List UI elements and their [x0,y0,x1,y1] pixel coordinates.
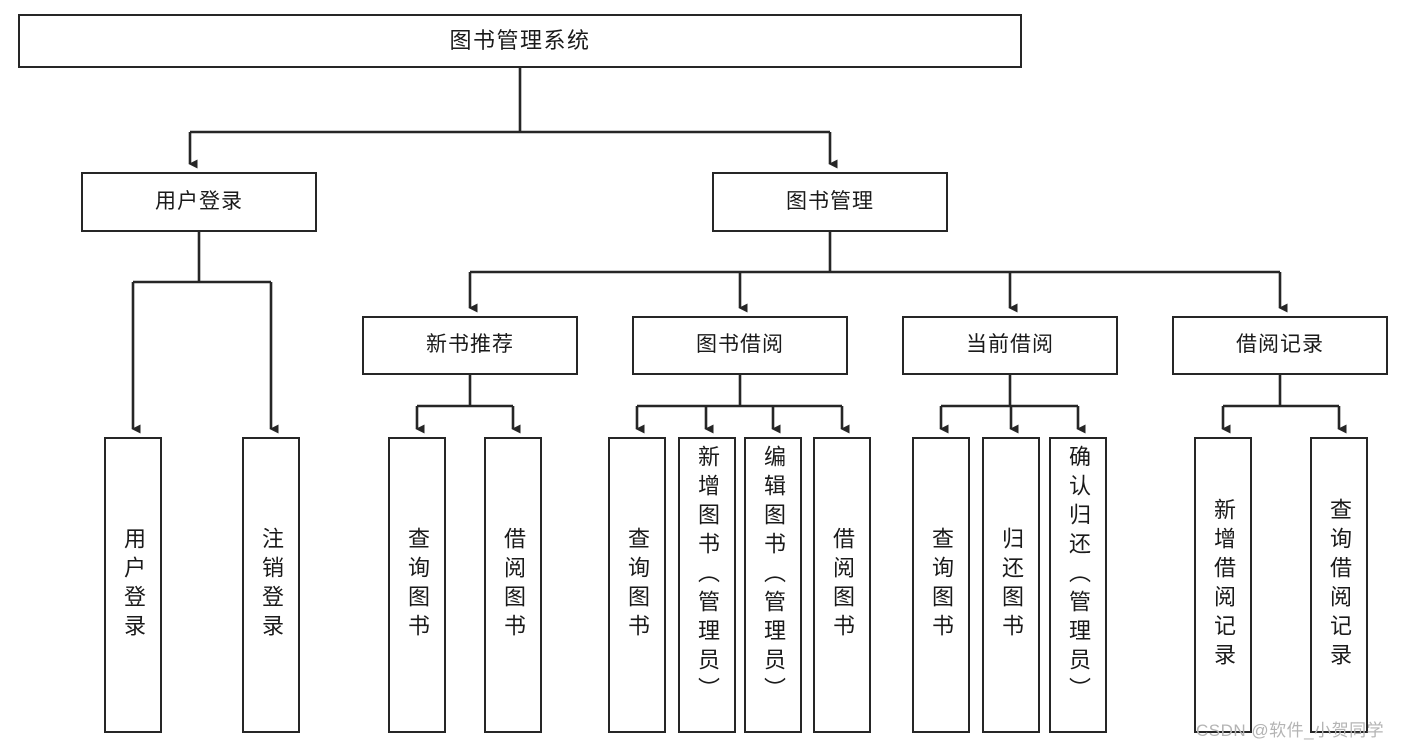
node-label: 借阅图书 [501,527,526,643]
node-label: 注销登录 [259,527,284,643]
node-label: 查询借阅记录 [1327,498,1352,672]
node-book-borrow[interactable]: 图书借阅 [632,316,848,375]
node-leaf-add-book-admin[interactable]: 新增图书（管理员） [678,437,736,733]
node-leaf-query-book-recommend[interactable]: 查询图书 [388,437,446,733]
node-leaf-query-book-borrow[interactable]: 查询图书 [608,437,666,733]
node-label: 确认归还（管理员） [1066,445,1091,706]
node-leaf-borrow-book-recommend[interactable]: 借阅图书 [484,437,542,733]
node-label: 查询图书 [405,527,430,643]
node-label: 新增借阅记录 [1211,498,1236,672]
node-leaf-return-book[interactable]: 归还图书 [982,437,1040,733]
node-label: 当前借阅 [966,333,1054,357]
node-leaf-borrow-book[interactable]: 借阅图书 [813,437,871,733]
node-label: 归还图书 [999,527,1024,643]
node-leaf-add-borrow-record[interactable]: 新增借阅记录 [1194,437,1252,733]
node-label: 图书管理 [786,189,874,213]
node-label: 查询图书 [625,527,650,643]
node-current-borrow[interactable]: 当前借阅 [902,316,1118,375]
node-leaf-edit-book-admin[interactable]: 编辑图书（管理员） [744,437,802,733]
node-label: 图书借阅 [696,333,784,357]
node-label: 编辑图书（管理员） [761,445,786,706]
node-label: 图书管理系统 [449,28,591,54]
node-label: 借阅图书 [830,527,855,643]
node-leaf-logout-login[interactable]: 注销登录 [242,437,300,733]
node-root-book-management-system[interactable]: 图书管理系统 [18,14,1022,68]
node-new-book-recommend[interactable]: 新书推荐 [362,316,578,375]
node-user-login[interactable]: 用户登录 [81,172,317,232]
node-leaf-confirm-return-admin[interactable]: 确认归还（管理员） [1049,437,1107,733]
node-leaf-query-borrow-record[interactable]: 查询借阅记录 [1310,437,1368,733]
csdn-watermark: CSDN @软件_小贺同学 [1196,721,1385,740]
node-label: 用户登录 [155,189,243,213]
node-label: 借阅记录 [1236,333,1324,357]
node-leaf-user-login[interactable]: 用户登录 [104,437,162,733]
node-book-management[interactable]: 图书管理 [712,172,948,232]
node-label: 用户登录 [121,527,146,643]
node-label: 新增图书（管理员） [695,445,720,706]
node-leaf-query-book-current[interactable]: 查询图书 [912,437,970,733]
node-borrow-record[interactable]: 借阅记录 [1172,316,1388,375]
node-label: 查询图书 [929,527,954,643]
node-label: 新书推荐 [426,333,514,357]
